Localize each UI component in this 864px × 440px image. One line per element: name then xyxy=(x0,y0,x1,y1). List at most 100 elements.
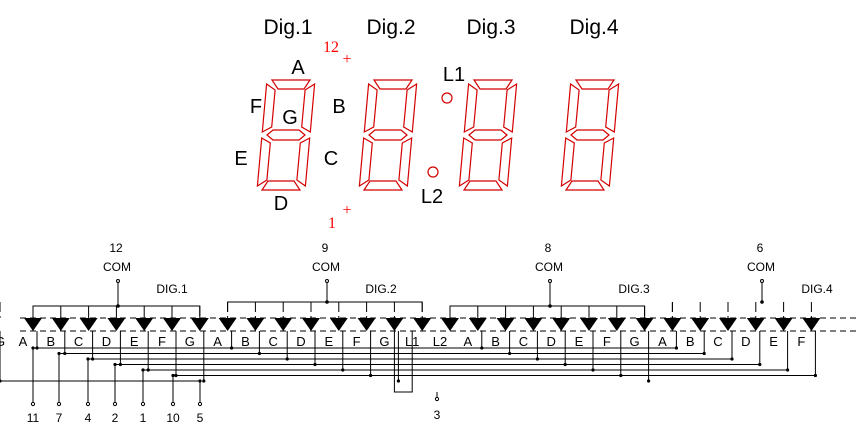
junction-seg-c xyxy=(86,357,90,361)
colon-label-l2: L2 xyxy=(421,186,443,208)
digit-4 xyxy=(560,79,620,191)
pin-label-c: C xyxy=(519,334,528,349)
bus-dig2 xyxy=(227,301,423,312)
led-dig3-a xyxy=(468,318,487,331)
led-dig3-e xyxy=(580,318,598,331)
digit-3-segment-b xyxy=(503,82,518,133)
pin12-plus: + xyxy=(342,51,351,68)
digit-4-segment-b xyxy=(605,82,620,133)
com-pin-number-dig4: 6 xyxy=(757,241,764,255)
seg-label-f: F xyxy=(250,96,262,118)
digit-3-segment-e xyxy=(458,137,473,188)
junction-seg-c xyxy=(730,357,734,361)
colon-pin xyxy=(434,396,440,402)
junction-seg-e xyxy=(341,368,345,372)
led-dig1-a xyxy=(24,318,42,331)
pin-label-b: B xyxy=(46,334,55,349)
pin-label-d: D xyxy=(547,334,556,349)
junction-seg-e xyxy=(786,368,790,372)
led-dig1-d xyxy=(107,318,126,331)
digit-2-segment-g xyxy=(368,129,408,141)
pin-label-a: A xyxy=(658,334,667,349)
junction-seg-a xyxy=(480,346,484,350)
pin-label-g: G xyxy=(630,334,640,349)
digit-2-segment-e xyxy=(358,137,373,188)
digit-4-segment-c xyxy=(600,136,615,188)
com-pin xyxy=(548,279,552,283)
digit-3-segment-a xyxy=(472,79,514,90)
bottom-pin-number-2: 2 xyxy=(112,411,119,425)
junction-seg-f xyxy=(619,373,623,378)
com-pin-number-dig3: 8 xyxy=(545,241,552,255)
junction-seg-g xyxy=(202,379,206,383)
digit-1-segment-g xyxy=(266,129,306,141)
digit-3-segment-d xyxy=(462,180,504,191)
pin-label-b: B xyxy=(686,334,695,349)
com-label-dig4: COM xyxy=(747,260,775,274)
bottom-pin-number-10: 10 xyxy=(166,411,180,425)
led-dig1-e xyxy=(135,318,154,331)
digit-1-segment-c xyxy=(296,136,311,188)
led-dig3-c xyxy=(524,318,543,331)
junction-seg-c xyxy=(535,357,540,361)
segment-labels: A B C D E F G L1 L2 xyxy=(234,57,465,215)
colon-dot-l1 xyxy=(441,92,453,104)
colon-label-l1: L1 xyxy=(443,64,465,86)
junction-seg-c xyxy=(285,357,289,361)
digit-1-segment-a xyxy=(270,79,312,90)
digit-3-segment-g xyxy=(468,129,508,141)
bottom-pin xyxy=(170,401,176,407)
junction-seg-f xyxy=(813,373,818,378)
led-dig4-e xyxy=(774,318,793,331)
junction-seg-g xyxy=(198,379,202,383)
junction-seg-d xyxy=(313,362,317,367)
digit-1 xyxy=(256,79,316,191)
pin-label-a: A xyxy=(19,334,28,349)
com-pin xyxy=(116,279,120,283)
com-junction xyxy=(548,304,552,308)
junction-seg-a xyxy=(230,346,234,350)
pin-label-e: E xyxy=(769,334,778,349)
bottom-pin-number-5: 5 xyxy=(197,411,204,425)
led-dig4-c xyxy=(719,318,737,331)
colon-pin-number: 3 xyxy=(434,408,441,422)
pin-marks: 12 + 1 + xyxy=(323,39,352,232)
pin12-mark: 12 xyxy=(323,39,339,56)
bottom-pin xyxy=(56,401,62,407)
junction-seg-e xyxy=(146,368,150,372)
junction-seg-b xyxy=(257,351,261,356)
digit-1-segment-b xyxy=(301,82,316,133)
pin-label-e: E xyxy=(130,334,139,349)
junction-seg-b xyxy=(63,351,67,356)
led-dig1-b xyxy=(51,318,70,331)
seven-segment-display xyxy=(256,79,620,191)
digit-2 xyxy=(358,79,418,191)
bottom-pin-number-1: 1 xyxy=(140,411,147,425)
junction-seg-a xyxy=(674,346,679,350)
pin-label-f: F xyxy=(353,334,361,349)
colon-dot-l2 xyxy=(427,166,439,178)
led-dig1-f xyxy=(163,318,181,331)
header-dig3: Dig.3 xyxy=(466,16,515,39)
junction-seg-e xyxy=(141,368,145,372)
com-pin xyxy=(760,279,764,283)
pin1-mark: 1 xyxy=(328,215,336,232)
digit-1-segment-e xyxy=(256,137,271,188)
digit-2-segment-b xyxy=(403,82,418,133)
pin-label-c: C xyxy=(269,334,278,349)
bus-dig3 xyxy=(449,305,646,316)
com-label-dig1: COM xyxy=(103,260,131,274)
led-dig3-g xyxy=(635,318,654,331)
seg-label-d: D xyxy=(274,193,288,215)
bottom-pin xyxy=(85,401,91,407)
group-label-dig2: DIG.2 xyxy=(365,282,397,296)
junction-seg-a xyxy=(35,346,39,350)
junction-seg-f xyxy=(369,373,373,378)
digit-4-segment-f xyxy=(565,82,580,134)
led-dig1-c xyxy=(79,318,98,331)
digit-4-segment-g xyxy=(570,129,610,141)
seg-label-b: B xyxy=(332,96,345,118)
pin-label-b: B xyxy=(491,334,500,349)
